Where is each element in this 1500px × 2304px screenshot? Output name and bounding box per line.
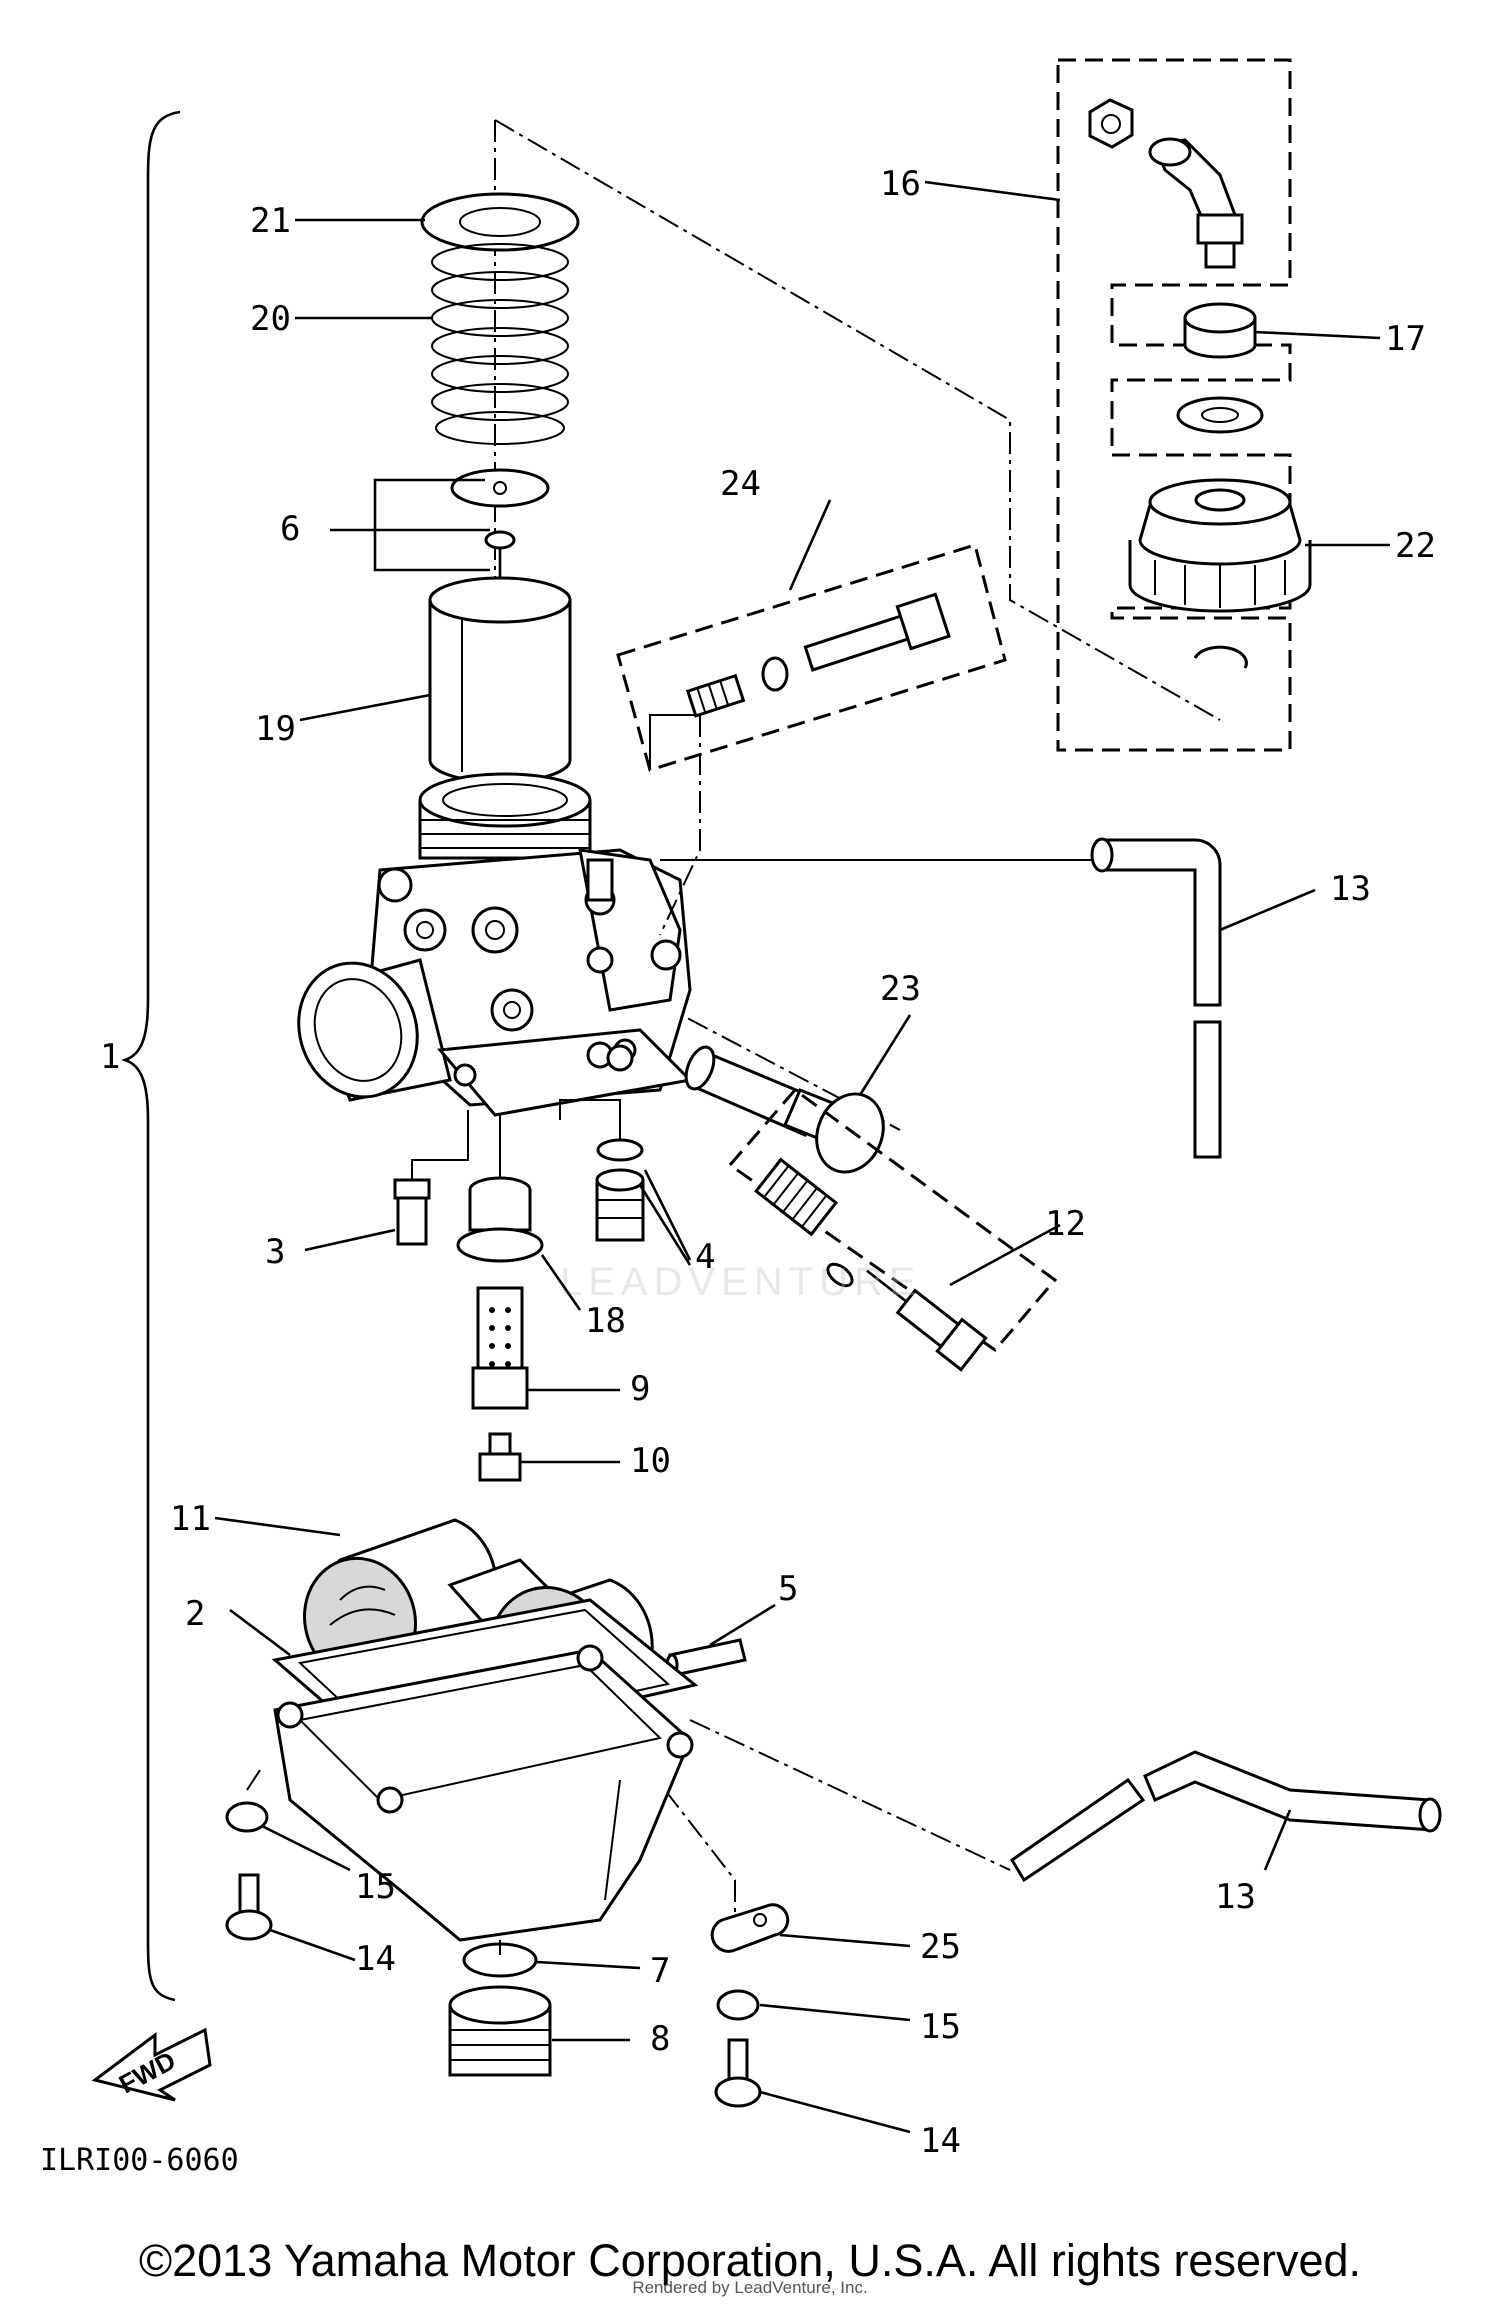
callout-11: 11 — [170, 1499, 211, 1539]
carburetor-body — [297, 772, 694, 1117]
leader-lines — [214, 180, 1390, 2134]
part-22-top-cap — [1128, 478, 1312, 613]
guide-line-float — [689, 1719, 1011, 1871]
kit-box-16-17-22 — [1056, 58, 1292, 752]
float-bowl — [273, 1644, 694, 1942]
callout-14b: 14 — [920, 2121, 961, 2161]
callout-12: 12 — [1045, 1204, 1086, 1244]
part-15-right-washer — [716, 1989, 760, 2021]
part-14-left-screw — [225, 1873, 273, 1941]
part-13-upper-vent-tube — [660, 837, 1222, 1159]
part-14-right-screw — [714, 2038, 762, 2108]
callout-21: 21 — [250, 201, 291, 241]
part-17-cap — [1176, 302, 1264, 434]
part-24-starter-kit — [616, 543, 1007, 936]
callout-13a: 13 — [1330, 869, 1371, 909]
part-23-starter-plunger — [684, 1045, 885, 1174]
callout-1: 1 — [100, 1037, 120, 1077]
callout-18: 18 — [585, 1301, 626, 1341]
callout-10: 10 — [630, 1441, 671, 1481]
callout-25: 25 — [920, 1927, 961, 1967]
callout-4: 4 — [695, 1237, 715, 1277]
callout-6: 6 — [280, 509, 300, 549]
callout-5: 5 — [778, 1569, 798, 1609]
part-4-starter-jet — [559, 1099, 645, 1242]
callout-15a: 15 — [355, 1867, 396, 1907]
callout-7: 7 — [650, 1951, 670, 1991]
part-3-pilot-jet — [393, 1110, 469, 1246]
part-5-float-pin — [665, 1638, 747, 1677]
guide-line-cap — [494, 119, 1221, 721]
callout-16: 16 — [880, 164, 921, 204]
callout-labels: 1 2 3 4 5 6 7 8 9 10 11 12 13 13 14 14 1… — [100, 164, 1436, 2161]
part-18-needle-jet — [456, 1115, 544, 1263]
callout-22: 22 — [1395, 526, 1436, 566]
callout-23: 23 — [880, 969, 921, 1009]
callout-13b: 13 — [1215, 1877, 1256, 1917]
part-19-throttle-valve — [428, 576, 572, 784]
part-16-fitting — [1088, 98, 1244, 269]
assembly-brace — [120, 110, 181, 2002]
part-13-lower-overflow-tube — [1009, 1750, 1442, 1883]
callout-20: 20 — [250, 299, 291, 339]
callout-14a: 14 — [355, 1939, 396, 1979]
guide-line-pilot — [519, 929, 901, 1131]
watermark-text: LEADVENTURE — [560, 1260, 922, 1304]
guide-line-bottom — [664, 1789, 736, 1930]
part-25-bracket — [710, 1903, 790, 1953]
callout-15b: 15 — [920, 2007, 961, 2047]
copyright-notice: ©2013 Yamaha Motor Corporation, U.S.A. A… — [138, 2235, 1362, 2286]
part-15-left-washer — [225, 1769, 269, 1833]
render-note: Rendered by LeadVenture, Inc. — [632, 2278, 868, 2297]
part-20-spring — [431, 243, 569, 445]
callout-8: 8 — [650, 2019, 670, 2059]
fwd-arrow: FWD — [91, 2027, 212, 2102]
callout-9: 9 — [630, 1369, 650, 1409]
callout-19: 19 — [255, 709, 296, 749]
part-21-washer — [420, 192, 580, 252]
callout-2: 2 — [185, 1594, 205, 1634]
part-12-air-screw-kit — [727, 1087, 1058, 1372]
part-8-drain-plug — [448, 1985, 552, 2077]
diagram-code: ILRI00-6060 — [40, 2143, 239, 2178]
part-22-clip — [1193, 645, 1248, 669]
callout-24: 24 — [720, 464, 761, 504]
part-10-main-jet — [478, 1432, 522, 1482]
callout-17: 17 — [1385, 319, 1426, 359]
part-9-jet-tube — [471, 1286, 529, 1410]
callout-3: 3 — [265, 1232, 285, 1272]
part-7-o-ring — [462, 1940, 538, 1978]
